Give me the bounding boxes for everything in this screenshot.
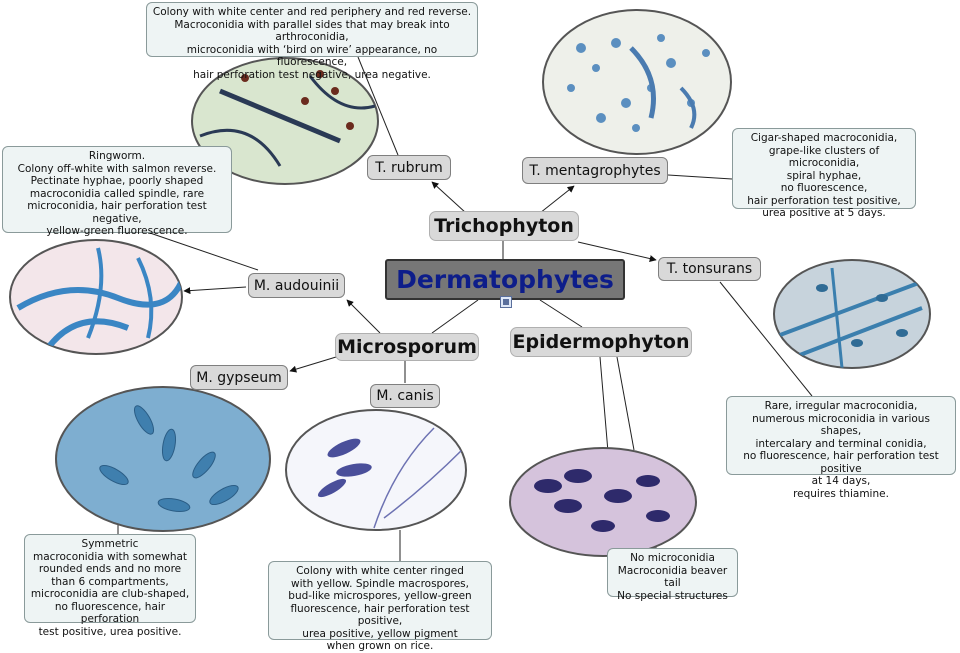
node-t-mentagrophytes[interactable]: T. mentagrophytes <box>522 157 668 184</box>
arrow-microsporum-m-gypseum <box>289 356 337 373</box>
note-epidermophyton: No microconidia Macroconidia beaver tail… <box>607 548 738 602</box>
note-t-tonsurans: Rare, irregular macroconidia, numerous m… <box>726 396 956 500</box>
t-mentagrophytes-micrograph <box>542 9 732 155</box>
line-root-microsporum <box>431 299 479 334</box>
arrow-trichophyton-t-rubrum <box>431 181 467 214</box>
note-t-rubrum: Colony with white center and red periphe… <box>146 2 478 81</box>
line-t-mentagrophytes-note <box>667 174 733 180</box>
note-m-gypseum: Symmetric macroconidia with somewhat rou… <box>24 534 196 638</box>
note-m-canis: Colony with white center ringed with yel… <box>268 561 492 652</box>
line-epidermophyton-a <box>599 356 609 453</box>
line-t-tonsurans-note <box>719 281 813 397</box>
arrow-trichophyton-t-mentagrophytes <box>539 185 575 214</box>
t-rubrum-micrograph <box>191 57 379 185</box>
arrow-m-audouinii-image <box>183 286 247 295</box>
node-dermatophytes-root[interactable]: Dermatophytes <box>385 259 625 300</box>
line-root-epidermophyton <box>539 299 583 328</box>
node-m-gypseum[interactable]: M. gypseum <box>190 365 288 390</box>
t-tonsurans-micrograph <box>773 259 931 369</box>
resource-link-icon[interactable] <box>500 296 512 308</box>
line-epidermophyton-b <box>616 356 635 451</box>
node-epidermophyton[interactable]: Epidermophyton <box>510 327 692 357</box>
node-t-rubrum[interactable]: T. rubrum <box>367 155 451 180</box>
note-m-audouinii: Ringworm. Colony off-white with salmon r… <box>2 146 232 237</box>
m-gypseum-micrograph <box>55 386 271 532</box>
node-m-audouinii[interactable]: M. audouinii <box>248 273 345 298</box>
node-microsporum[interactable]: Microsporum <box>335 333 479 361</box>
note-t-mentagrophytes: Cigar-shaped macroconidia, grape-like cl… <box>732 128 916 219</box>
epidermophyton-micrograph <box>509 447 697 557</box>
arrow-microsporum-m-audouinii <box>346 299 381 334</box>
line-t-rubrum-note <box>357 56 399 156</box>
node-trichophyton[interactable]: Trichophyton <box>429 211 579 241</box>
node-t-tonsurans[interactable]: T. tonsurans <box>658 257 761 281</box>
arrow-trichophyton-t-tonsurans <box>577 241 657 262</box>
node-m-canis[interactable]: M. canis <box>370 384 440 408</box>
line-m-audouinii-note <box>149 232 259 271</box>
m-canis-micrograph <box>285 409 467 531</box>
m-audouinii-micrograph <box>9 239 183 355</box>
